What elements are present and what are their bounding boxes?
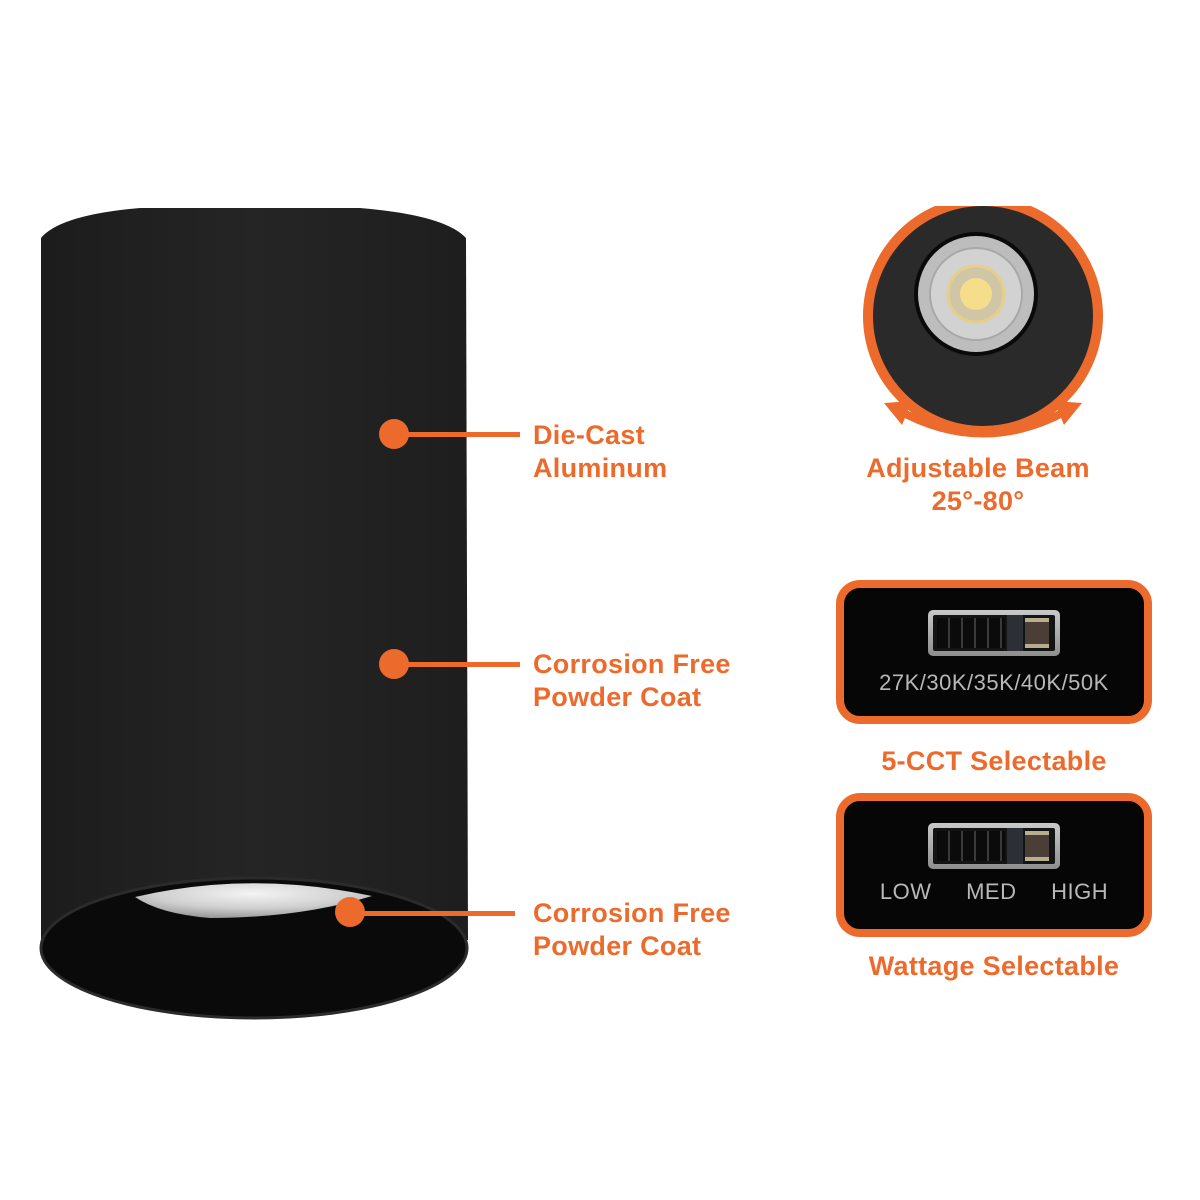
callout-leader-line [355,911,515,916]
wattage-switch-panel: LOW MED HIGH [836,793,1152,937]
callout-line-1: Corrosion Free [533,898,731,928]
rotate-arrow-icon [884,401,1082,438]
dip-switch-icon[interactable] [928,610,1060,656]
cct-caption: 5-CCT Selectable [881,746,1107,776]
callout-line-2: Aluminum [533,453,668,483]
callout-line-1: Die-Cast [533,420,645,450]
callout-line-2: Powder Coat [533,682,702,712]
cct-switch-panel: 27K/30K/35K/40K/50K [836,580,1152,724]
callout-label: Corrosion Free Powder Coat [533,648,731,714]
wattage-option-med: MED [966,879,1017,904]
callout-leader-line [400,432,520,437]
wattage-option-high: HIGH [1051,879,1109,904]
callout-label: Corrosion Free Powder Coat [533,897,731,963]
callout-line-2: Powder Coat [533,931,702,961]
wattage-caption: Wattage Selectable [868,951,1120,981]
beam-badge [863,206,1103,436]
fixture-body [41,208,468,940]
beam-title: Adjustable Beam [866,453,1090,483]
dip-switch-icon[interactable] [928,823,1060,869]
wattage-options-label: LOW MED HIGH [844,879,1144,905]
callout-label: Die-Cast Aluminum [533,419,667,485]
dip-switch-knob[interactable] [1025,831,1049,861]
callout-line-1: Corrosion Free [533,649,731,679]
wattage-option-low: LOW [879,879,932,904]
dip-switch-knob[interactable] [1025,618,1049,648]
beam-caption: Adjustable Beam 25°-80° [838,452,1118,518]
led-lens-icon [914,232,1038,356]
cct-options-label: 27K/30K/35K/40K/50K [879,670,1109,695]
beam-range: 25°-80° [931,486,1025,516]
callout-leader-line [400,662,520,667]
fixture-trim-opening [39,876,469,1020]
